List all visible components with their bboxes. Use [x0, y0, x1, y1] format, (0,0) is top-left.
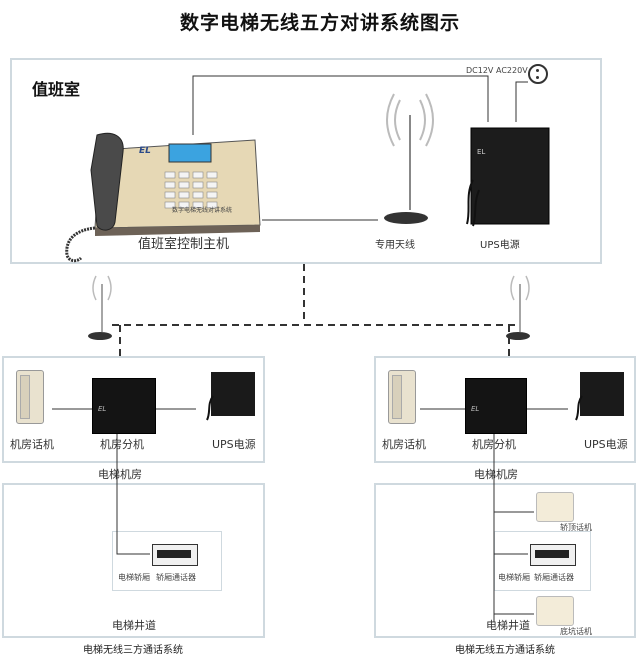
page-title: 数字电梯无线五方对讲系统图示: [179, 12, 460, 34]
ups-icon: [206, 372, 255, 421]
host-label: 值班室控制主机: [138, 237, 230, 252]
left-car-device-label: 轿厢通话器: [156, 573, 196, 582]
dc-label: DC12V: [466, 66, 494, 75]
left-extension-label: 机房分机: [100, 438, 144, 451]
right-pit-phone-label: 底坑话机: [560, 627, 592, 636]
right-shaft-label: 电梯井道: [486, 619, 530, 632]
phone-handset-icon: [392, 375, 402, 419]
left-car-label: 电梯轿厢: [118, 573, 150, 582]
right-relay-antenna: [498, 270, 542, 342]
power-socket-icon: [528, 64, 548, 84]
duty-antenna: [370, 90, 450, 230]
control-host-device: [55, 130, 265, 265]
right-top-phone: [536, 492, 574, 522]
right-phone-label: 机房话机: [382, 438, 426, 451]
right-room-ups: [574, 370, 626, 422]
antenna-icon: [88, 275, 112, 340]
left-phone-label: 机房话机: [10, 438, 54, 451]
left-car-frame: [112, 531, 222, 591]
right-extension: EL: [465, 378, 527, 434]
car-device-body: [535, 550, 569, 558]
left-room-phone: [16, 370, 44, 424]
antenna-icon: [384, 93, 434, 224]
svg-text:EL: EL: [477, 148, 485, 156]
right-pit-phone: [536, 596, 574, 626]
right-extension-label: 机房分机: [472, 438, 516, 451]
antenna-icon: [506, 275, 530, 340]
left-car-device: [152, 544, 198, 566]
host-panel-text: 数字电梯无线对讲系统: [172, 207, 233, 214]
duty-room-label: 值班室: [32, 80, 81, 99]
duty-ups-label: UPS电源: [480, 240, 520, 251]
right-car-device: [530, 544, 576, 566]
right-caption: 电梯无线五方通话系统: [455, 645, 555, 656]
car-device-body: [157, 550, 191, 558]
telephone-icon: [65, 132, 261, 263]
right-room-phone: [388, 370, 416, 424]
left-extension: EL: [92, 378, 156, 434]
left-caption: 电梯无线三方通话系统: [83, 645, 183, 656]
extension-brand: EL: [98, 405, 107, 413]
left-room-ups: [205, 370, 257, 422]
left-machine-room-label: 电梯机房: [98, 468, 142, 481]
right-machine-room-label: 电梯机房: [474, 468, 518, 481]
right-car-frame: [494, 531, 591, 591]
right-car-device-label: 轿厢通话器: [534, 573, 574, 582]
left-shaft-label: 电梯井道: [112, 619, 156, 632]
duty-ups-device: EL: [465, 120, 555, 230]
right-ups-label: UPS电源: [584, 438, 628, 451]
left-ups-label: UPS电源: [212, 438, 256, 451]
right-top-phone-label: 轿顶话机: [560, 523, 592, 532]
ups-icon: EL: [466, 127, 550, 227]
antenna-label: 专用天线: [375, 240, 415, 251]
host-brand-logo: EL: [139, 146, 151, 156]
right-car-label: 电梯轿厢: [498, 573, 530, 582]
ups-icon: [575, 372, 624, 421]
left-relay-antenna: [80, 270, 124, 342]
phone-handset-icon: [20, 375, 30, 419]
right-shaft-panel: [374, 483, 636, 638]
ac-label: AC220V: [496, 66, 528, 75]
extension-brand: EL: [471, 405, 480, 413]
